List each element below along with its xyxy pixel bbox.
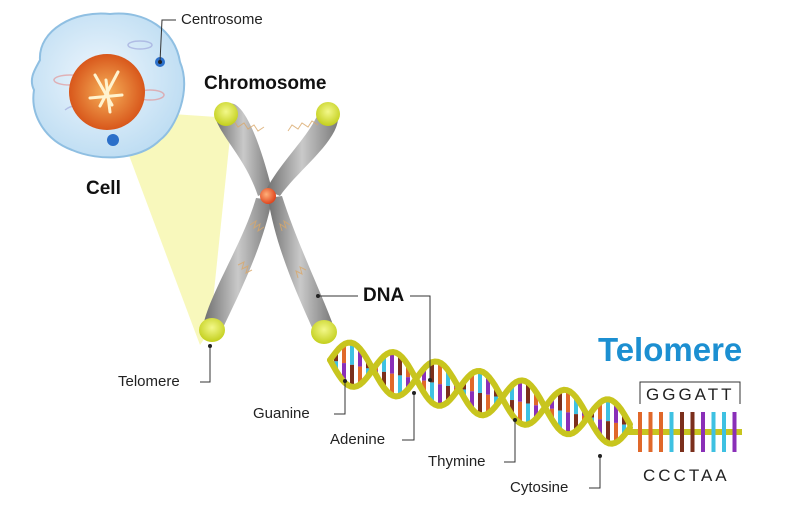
guanine-label: Guanine [253, 405, 310, 422]
telomere-cap-lower-left [199, 318, 225, 342]
guanine-leader [334, 381, 346, 415]
adenine-leader [402, 393, 415, 441]
dna-helix-leader [410, 295, 431, 380]
chromosome-illustration [199, 102, 340, 344]
thymine-leader [504, 420, 516, 463]
dna-backbone-strand-b [327, 339, 633, 438]
chromosome-arm-upper-right [266, 106, 339, 196]
centrosome-label: Centrosome [181, 11, 263, 28]
cytosine-leader [589, 456, 601, 489]
telomere-title: Telomere [598, 331, 743, 368]
dna-backbone-strand-a [327, 348, 633, 447]
chromosome-arm-upper-left [215, 103, 272, 196]
chromosome-arm-lower-left [203, 198, 272, 336]
telomere-sequence-bracket [639, 381, 741, 404]
telomere-cap-upper-left [214, 102, 238, 126]
centrosome-dot-bottom [107, 134, 119, 146]
chromosome-label: Chromosome [204, 73, 327, 94]
telomere-small-label: Telomere [118, 373, 180, 390]
telomere-sequence-top: GGGATT [646, 385, 735, 404]
telomere-cap-lower-right [311, 320, 337, 344]
zoom-highlight [112, 110, 232, 345]
dna-helix [327, 339, 742, 452]
centrosome-leader [159, 19, 176, 63]
centromere [260, 188, 276, 204]
telomere-sequence-bottom: CCCTAA [643, 466, 730, 485]
leader-lines [158, 19, 741, 489]
cytosine-label: Cytosine [510, 479, 569, 496]
telomere-cap-upper-right [316, 102, 340, 126]
telomere-small-leader [200, 346, 211, 383]
dna-label: DNA [363, 285, 405, 306]
cell-label: Cell [86, 178, 121, 199]
chromosome-arm-lower-right [268, 196, 333, 337]
thymine-label: Thymine [428, 453, 486, 470]
cell-illustration [30, 12, 186, 159]
nucleus-chromosomes [88, 70, 124, 114]
adenine-label: Adenine [330, 431, 386, 448]
